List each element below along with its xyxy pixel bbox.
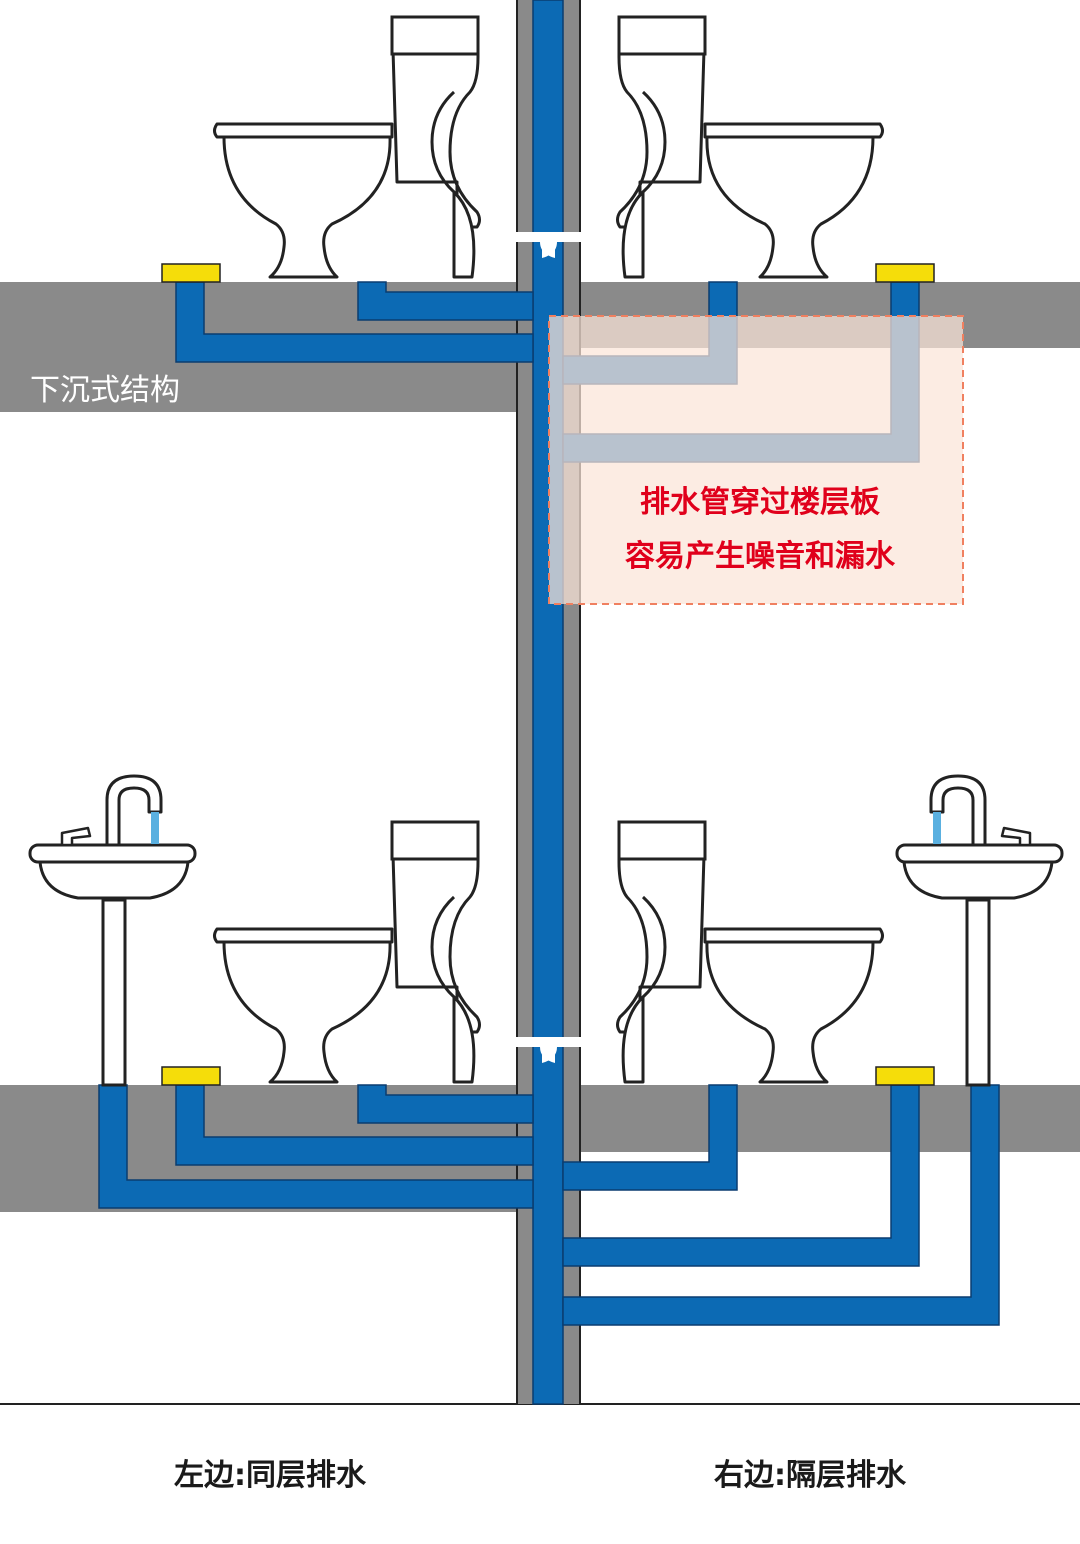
pipe-lower-right-sink [562, 1084, 1000, 1326]
pipe-lower-right-toilet [562, 1084, 738, 1191]
callout-text-line1: 排水管穿过楼层板 [640, 485, 880, 520]
floor-drain-icon [161, 1066, 221, 1086]
toilet-icon [213, 15, 559, 279]
lower-floor-slab-right [580, 1085, 1080, 1152]
pipe-lower-left-toilet [357, 1084, 534, 1124]
toilet-icon [540, 17, 883, 277]
floor-drain-icon [875, 1066, 935, 1086]
pipe-lower-left-sink [98, 1084, 534, 1209]
right-caption: 右边:隔层排水 [714, 1458, 906, 1493]
callout-box [548, 315, 964, 605]
main-stack-pipe [532, 0, 564, 1405]
sink-icon [895, 774, 1064, 1087]
floor-drain-icon [875, 263, 935, 283]
toilet-icon [213, 820, 559, 1084]
sink-icon [28, 774, 197, 1087]
floor-drain-icon [161, 263, 221, 283]
sunken-structure-label: 下沉式结构 [30, 373, 180, 408]
toilet-icon [540, 822, 883, 1082]
left-caption: 左边:同层排水 [174, 1458, 366, 1493]
callout-text-line2: 容易产生噪音和漏水 [625, 539, 896, 574]
pipe-upper-left-toilet [357, 281, 534, 321]
